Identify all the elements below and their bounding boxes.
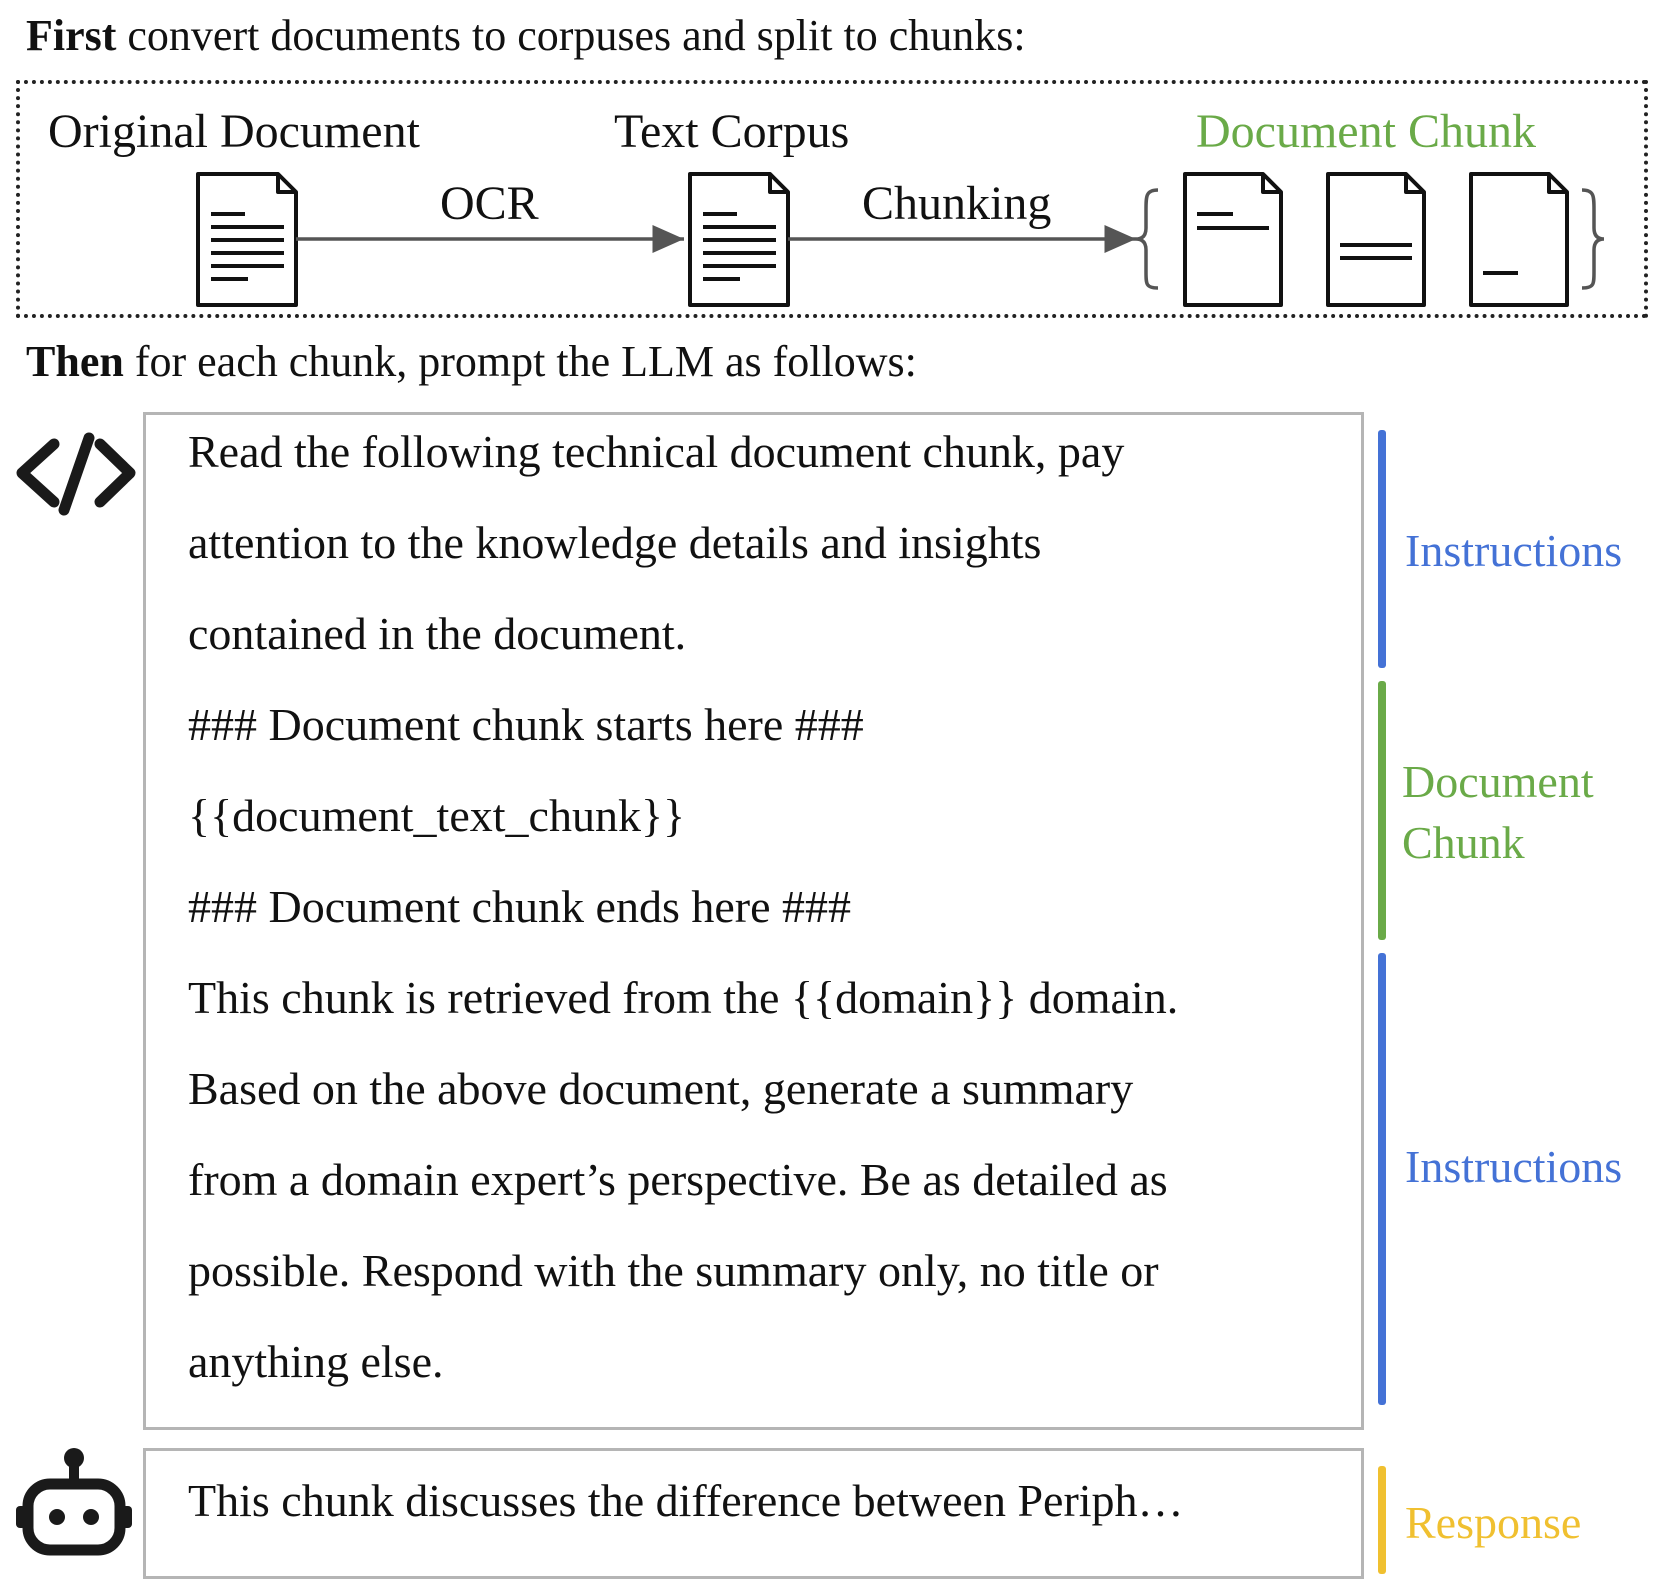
step1-bold: First: [26, 11, 117, 60]
original-document-icon: [196, 172, 298, 307]
instructions-label-1: Instructions: [1405, 525, 1623, 576]
chunk-icon-3: [1469, 172, 1569, 307]
chunking-label: Chunking: [862, 177, 1052, 230]
prompt-line-1: Read the following technical document ch…: [188, 426, 1125, 477]
right-brace: [1581, 188, 1605, 290]
left-brace: [1135, 188, 1159, 290]
chunk-icon-1: [1183, 172, 1283, 307]
prompt-line-6: ### Document chunk ends here ###: [188, 881, 852, 932]
response-box: [143, 1448, 1364, 1579]
prompt-line-7: This chunk is retrieved from the {{domai…: [188, 972, 1179, 1023]
step2-heading: Then for each chunk, prompt the LLM as f…: [26, 336, 917, 387]
prompt-line-10: possible. Respond with the summary only,…: [188, 1245, 1159, 1296]
ocr-label: OCR: [440, 177, 539, 230]
pipeline-graphics: [196, 172, 1605, 307]
step2-text: for each chunk, prompt the LLM as follow…: [123, 337, 917, 386]
text-corpus-icon: [688, 172, 790, 307]
step2-bold: Then: [26, 337, 124, 386]
robot-icon: [16, 1448, 132, 1556]
instructions-label-2: Instructions: [1405, 1141, 1623, 1192]
response-text: This chunk discusses the difference betw…: [188, 1475, 1184, 1526]
prompt-line-9: from a domain expert’s perspective. Be a…: [188, 1154, 1168, 1205]
prompt-line-11: anything else.: [188, 1336, 444, 1387]
instructions-bar-1: [1378, 430, 1386, 668]
prompt-box: [143, 412, 1364, 1430]
prompt-line-5: {{document_text_chunk}}: [188, 790, 686, 841]
text-corpus-label: Text Corpus: [614, 105, 850, 158]
document-chunk-label: Document Chunk: [1196, 105, 1536, 158]
original-document-label: Original Document: [48, 105, 420, 158]
response-bar: [1378, 1466, 1386, 1574]
pipeline-box: [16, 80, 1648, 318]
chunk-icon-2: [1326, 172, 1426, 307]
step1-text: convert documents to corpuses and split …: [116, 11, 1026, 60]
prompt-line-2: attention to the knowledge details and i…: [188, 517, 1042, 568]
document-chunk-label-line1: Document: [1402, 756, 1594, 807]
step1-heading: First convert documents to corpuses and …: [26, 10, 1026, 61]
document-chunk-label-line2: Chunk: [1402, 817, 1525, 868]
prompt-line-4: ### Document chunk starts here ###: [188, 699, 864, 750]
code-icon: [16, 432, 136, 516]
response-label: Response: [1405, 1497, 1582, 1548]
prompt-line-3: contained in the document.: [188, 608, 687, 659]
document-chunk-bar: [1378, 681, 1386, 940]
instructions-bar-2: [1378, 953, 1386, 1405]
prompt-line-8: Based on the above document, generate a …: [188, 1063, 1134, 1114]
